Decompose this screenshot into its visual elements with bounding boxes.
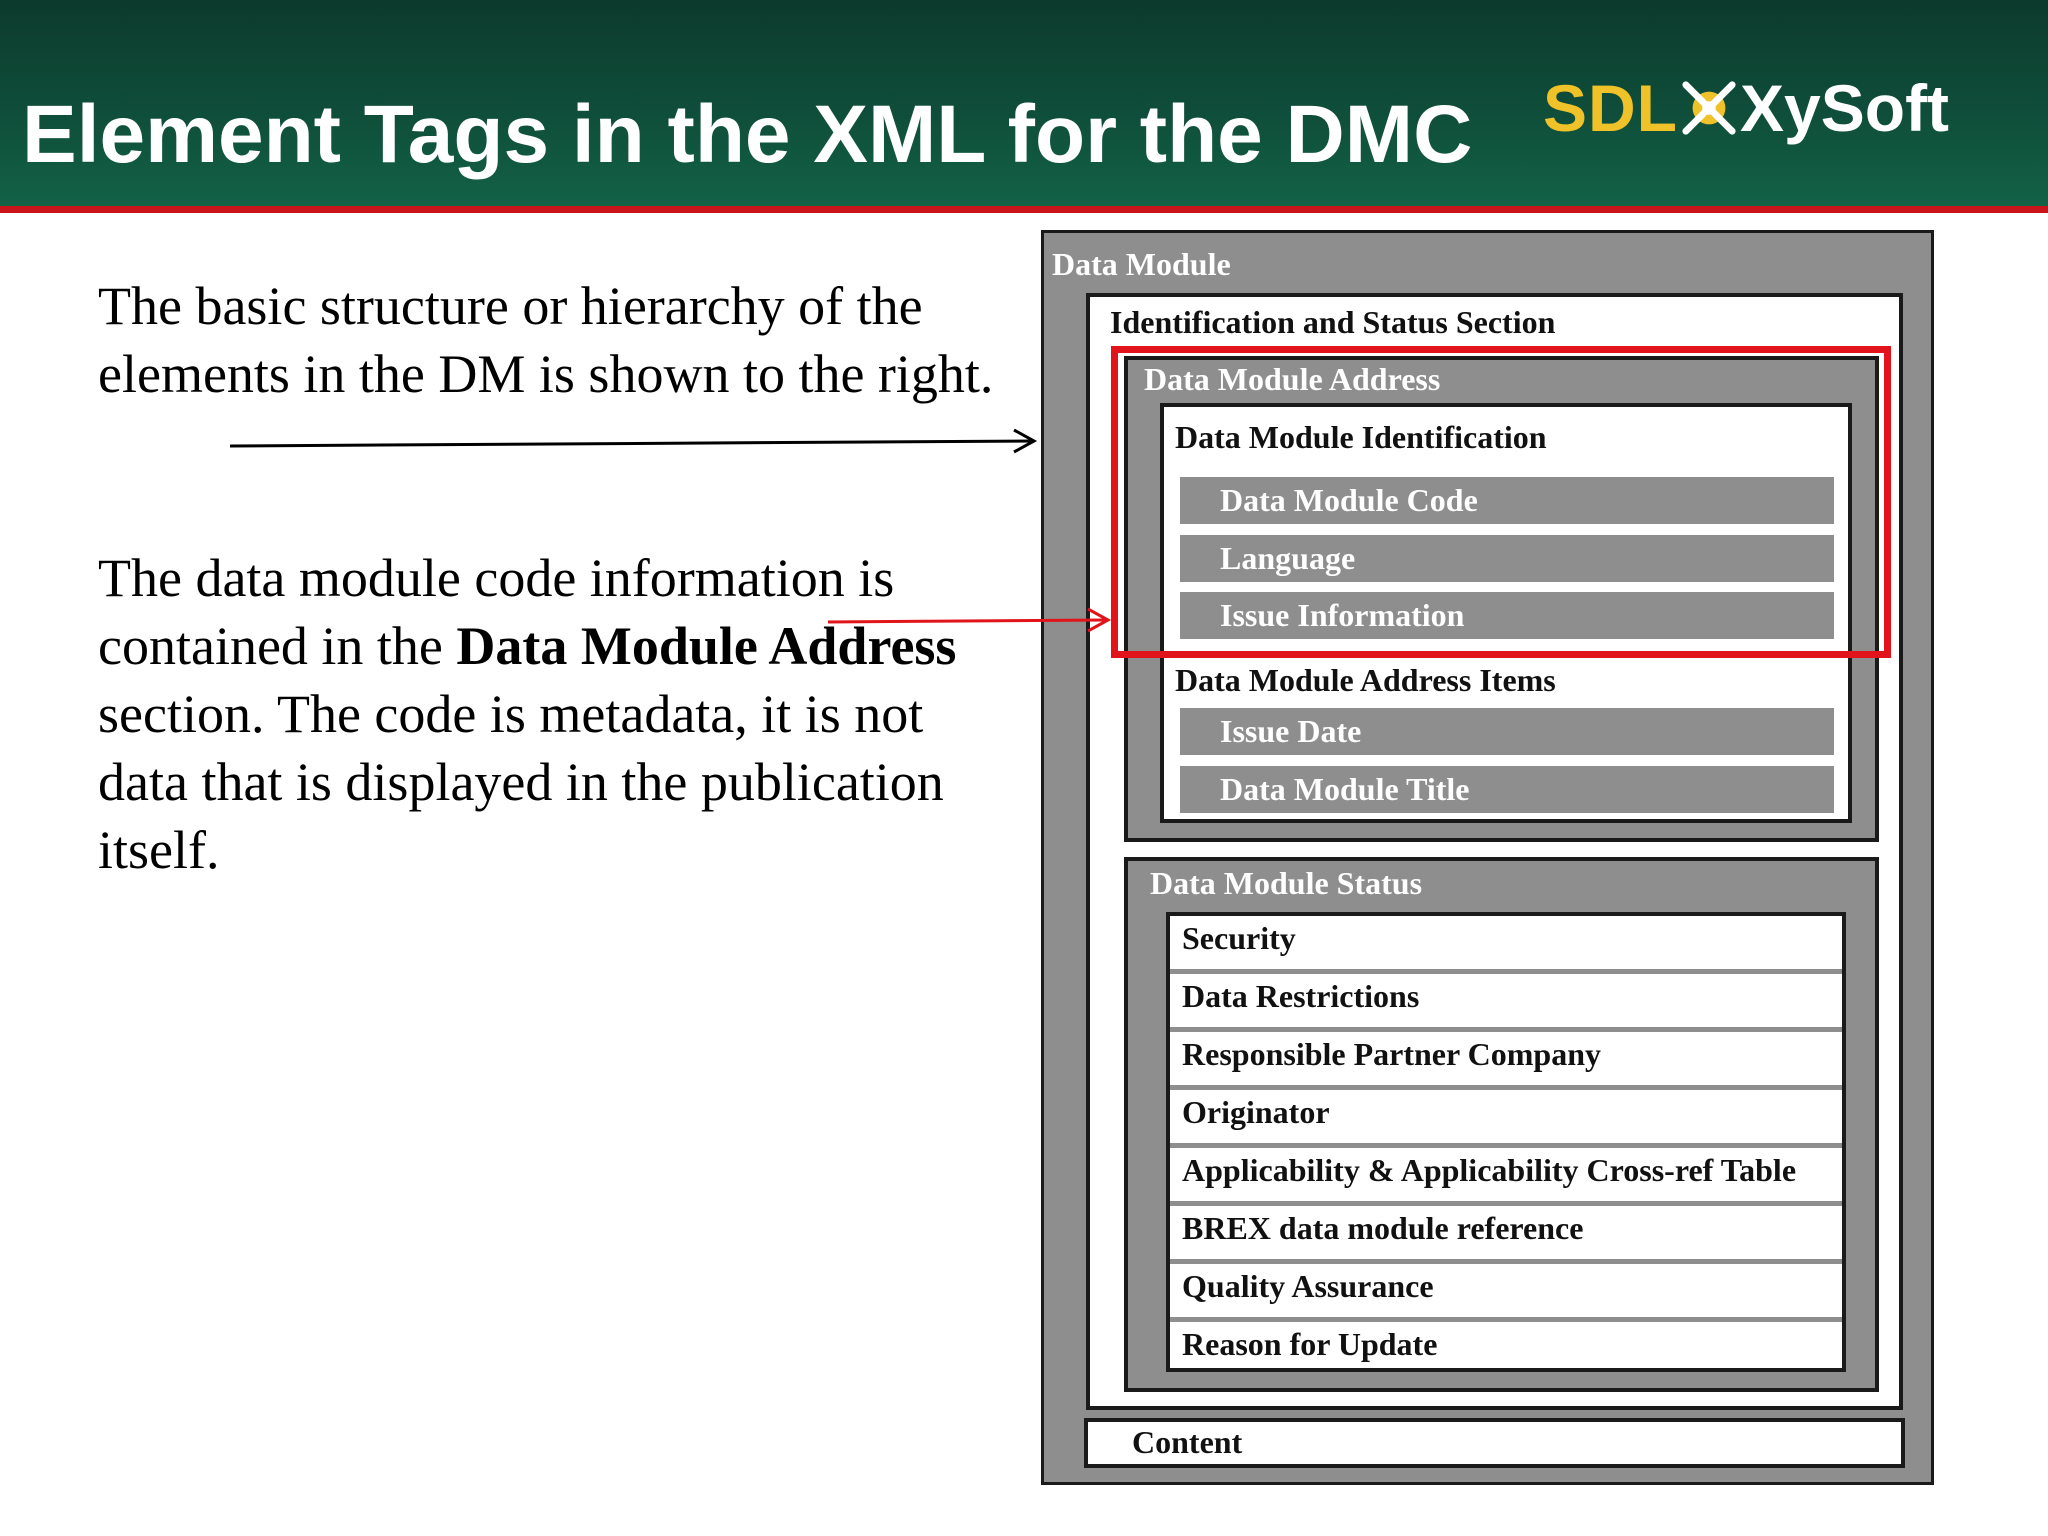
header-divider bbox=[0, 206, 2048, 213]
structure-paragraph: The basic structure or hierarchy of the … bbox=[98, 276, 994, 404]
status-item-label: Originator bbox=[1182, 1094, 1330, 1130]
dmc-paragraph-before: The data module code information is cont… bbox=[98, 548, 895, 676]
data-module-address-label: Data Module Address bbox=[1144, 361, 1441, 397]
status-item-brex: BREX data module reference bbox=[1170, 1206, 1842, 1264]
language-label: Language bbox=[1220, 540, 1356, 576]
dmc-paragraph: The data module code information is cont… bbox=[98, 544, 998, 884]
status-item-label: Reason for Update bbox=[1182, 1326, 1438, 1362]
logo-xysoft-text: XySoft bbox=[1740, 71, 1950, 145]
issue-date-item: Issue Date bbox=[1180, 708, 1834, 755]
data-module-code-label: Data Module Code bbox=[1220, 482, 1478, 518]
content-label: Content bbox=[1132, 1424, 1243, 1460]
status-item-label: Applicability & Applicability Cross-ref … bbox=[1182, 1152, 1797, 1188]
slide-title: Element Tags in the XML for the DMC bbox=[22, 89, 1473, 180]
content-box bbox=[1084, 1418, 1905, 1468]
data-module-label: Data Module bbox=[1052, 246, 1231, 282]
logo-sdl-text: SDL bbox=[1543, 71, 1678, 145]
company-logo: SDL XySoft bbox=[1543, 70, 1949, 145]
status-item-originator: Originator bbox=[1170, 1090, 1842, 1148]
status-item-data-restrictions: Data Restrictions bbox=[1170, 974, 1842, 1032]
highlight-frame bbox=[1111, 346, 1891, 658]
status-item-reason-for-update: Reason for Update bbox=[1170, 1322, 1842, 1368]
status-item-applicability: Applicability & Applicability Cross-ref … bbox=[1170, 1148, 1842, 1206]
status-item-label: Responsible Partner Company bbox=[1182, 1036, 1601, 1072]
dmc-paragraph-after: section. The code is metadata, it is not… bbox=[98, 684, 944, 880]
data-module-title-item: Data Module Title bbox=[1180, 766, 1834, 813]
status-item-label: Quality Assurance bbox=[1182, 1268, 1434, 1304]
issue-date-label: Issue Date bbox=[1220, 713, 1362, 749]
data-module-title-label: Data Module Title bbox=[1220, 771, 1470, 807]
dmc-paragraph-bold: Data Module Address bbox=[456, 616, 957, 676]
status-item-label: Security bbox=[1182, 920, 1296, 956]
status-item-responsible-partner: Responsible Partner Company bbox=[1170, 1032, 1842, 1090]
status-item-quality-assurance: Quality Assurance bbox=[1170, 1264, 1842, 1322]
data-module-identification-label: Data Module Identification bbox=[1175, 419, 1547, 455]
logo-star-icon bbox=[1682, 81, 1736, 135]
identification-status-label: Identification and Status Section bbox=[1110, 304, 1556, 340]
data-module-status-label: Data Module Status bbox=[1150, 865, 1423, 901]
status-item-label: Data Restrictions bbox=[1182, 978, 1420, 1014]
structure-arrow bbox=[229, 428, 1038, 454]
data-module-address-items-label: Data Module Address Items bbox=[1175, 662, 1556, 698]
language-item: Language bbox=[1180, 535, 1834, 582]
data-module-code-item: Data Module Code bbox=[1180, 477, 1834, 524]
status-item-label: BREX data module reference bbox=[1182, 1210, 1584, 1246]
issue-information-item: Issue Information bbox=[1180, 592, 1834, 639]
status-item-security: Security bbox=[1170, 916, 1842, 974]
issue-information-label: Issue Information bbox=[1220, 597, 1465, 633]
